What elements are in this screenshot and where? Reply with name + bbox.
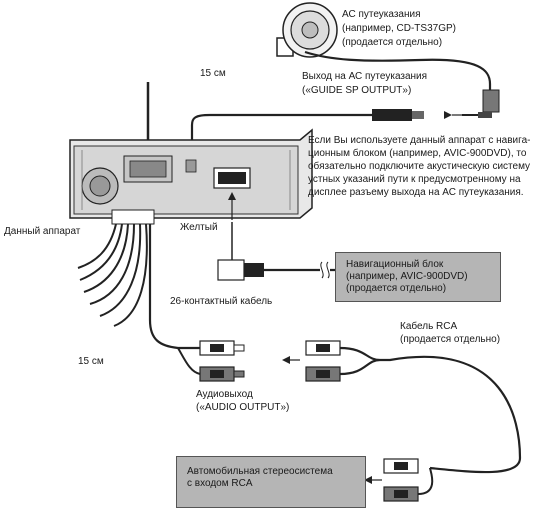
speaker-label: АС путеуказания (например, CD-TS37GP) (п… — [342, 9, 456, 48]
stereo-box: Автомобильная стереосистема с входом RCA — [176, 456, 366, 508]
cable-26pin-label: 26-контактный кабель — [170, 296, 273, 307]
audio-output-rca-plugs — [177, 340, 245, 382]
wiring-harness — [77, 209, 155, 327]
audio-output-label: Аудиовыход («AUDIO OUTPUT») — [196, 389, 290, 413]
yellow-label: Желтый — [180, 222, 218, 233]
arrow-up-nav — [228, 192, 236, 200]
guide-speaker-illustration — [276, 2, 338, 58]
guide-output-socket — [372, 109, 424, 121]
stereo-line1: Автомобильная стереосистема — [187, 466, 333, 477]
nav-unit-line1: Навигационный блок — [346, 259, 444, 270]
head-unit-illustration — [69, 128, 313, 219]
nav-unit-line2: (например, AVIC-900DVD) — [346, 271, 468, 282]
stereo-line2: с входом RCA — [187, 478, 253, 489]
arrow-left-stereo — [364, 476, 372, 484]
rca-cable-plugs — [305, 340, 341, 382]
speaker-cable — [304, 50, 492, 92]
audio-output-cable — [148, 224, 200, 350]
guide-output-label: Выход на АС путеуказания («GUIDE SP OUTP… — [302, 71, 428, 96]
rca-cable-label: Кабель RCA (продается отдельно) — [400, 321, 501, 345]
arrow-left-jack — [444, 111, 452, 119]
cable-26pin-connector — [217, 259, 264, 281]
navigation-note: Если Вы используете данный аппарат с нав… — [308, 135, 531, 198]
mini-jack-plug — [462, 89, 500, 118]
head-unit-label: Данный аппарат — [4, 226, 81, 237]
arrow-left-rca — [282, 356, 290, 364]
guide-output-cable — [190, 113, 372, 150]
cable-length-top-label: 15 см — [200, 68, 226, 79]
rca-cable — [339, 346, 522, 474]
nav-unit-line3: (продается отдельно) — [346, 283, 447, 294]
stereo-rca-plugs — [383, 458, 434, 502]
nav-unit-box: Навигационный блок (например, AVIC-900DV… — [335, 252, 501, 302]
cable-length-bottom-label: 15 см — [78, 356, 104, 367]
